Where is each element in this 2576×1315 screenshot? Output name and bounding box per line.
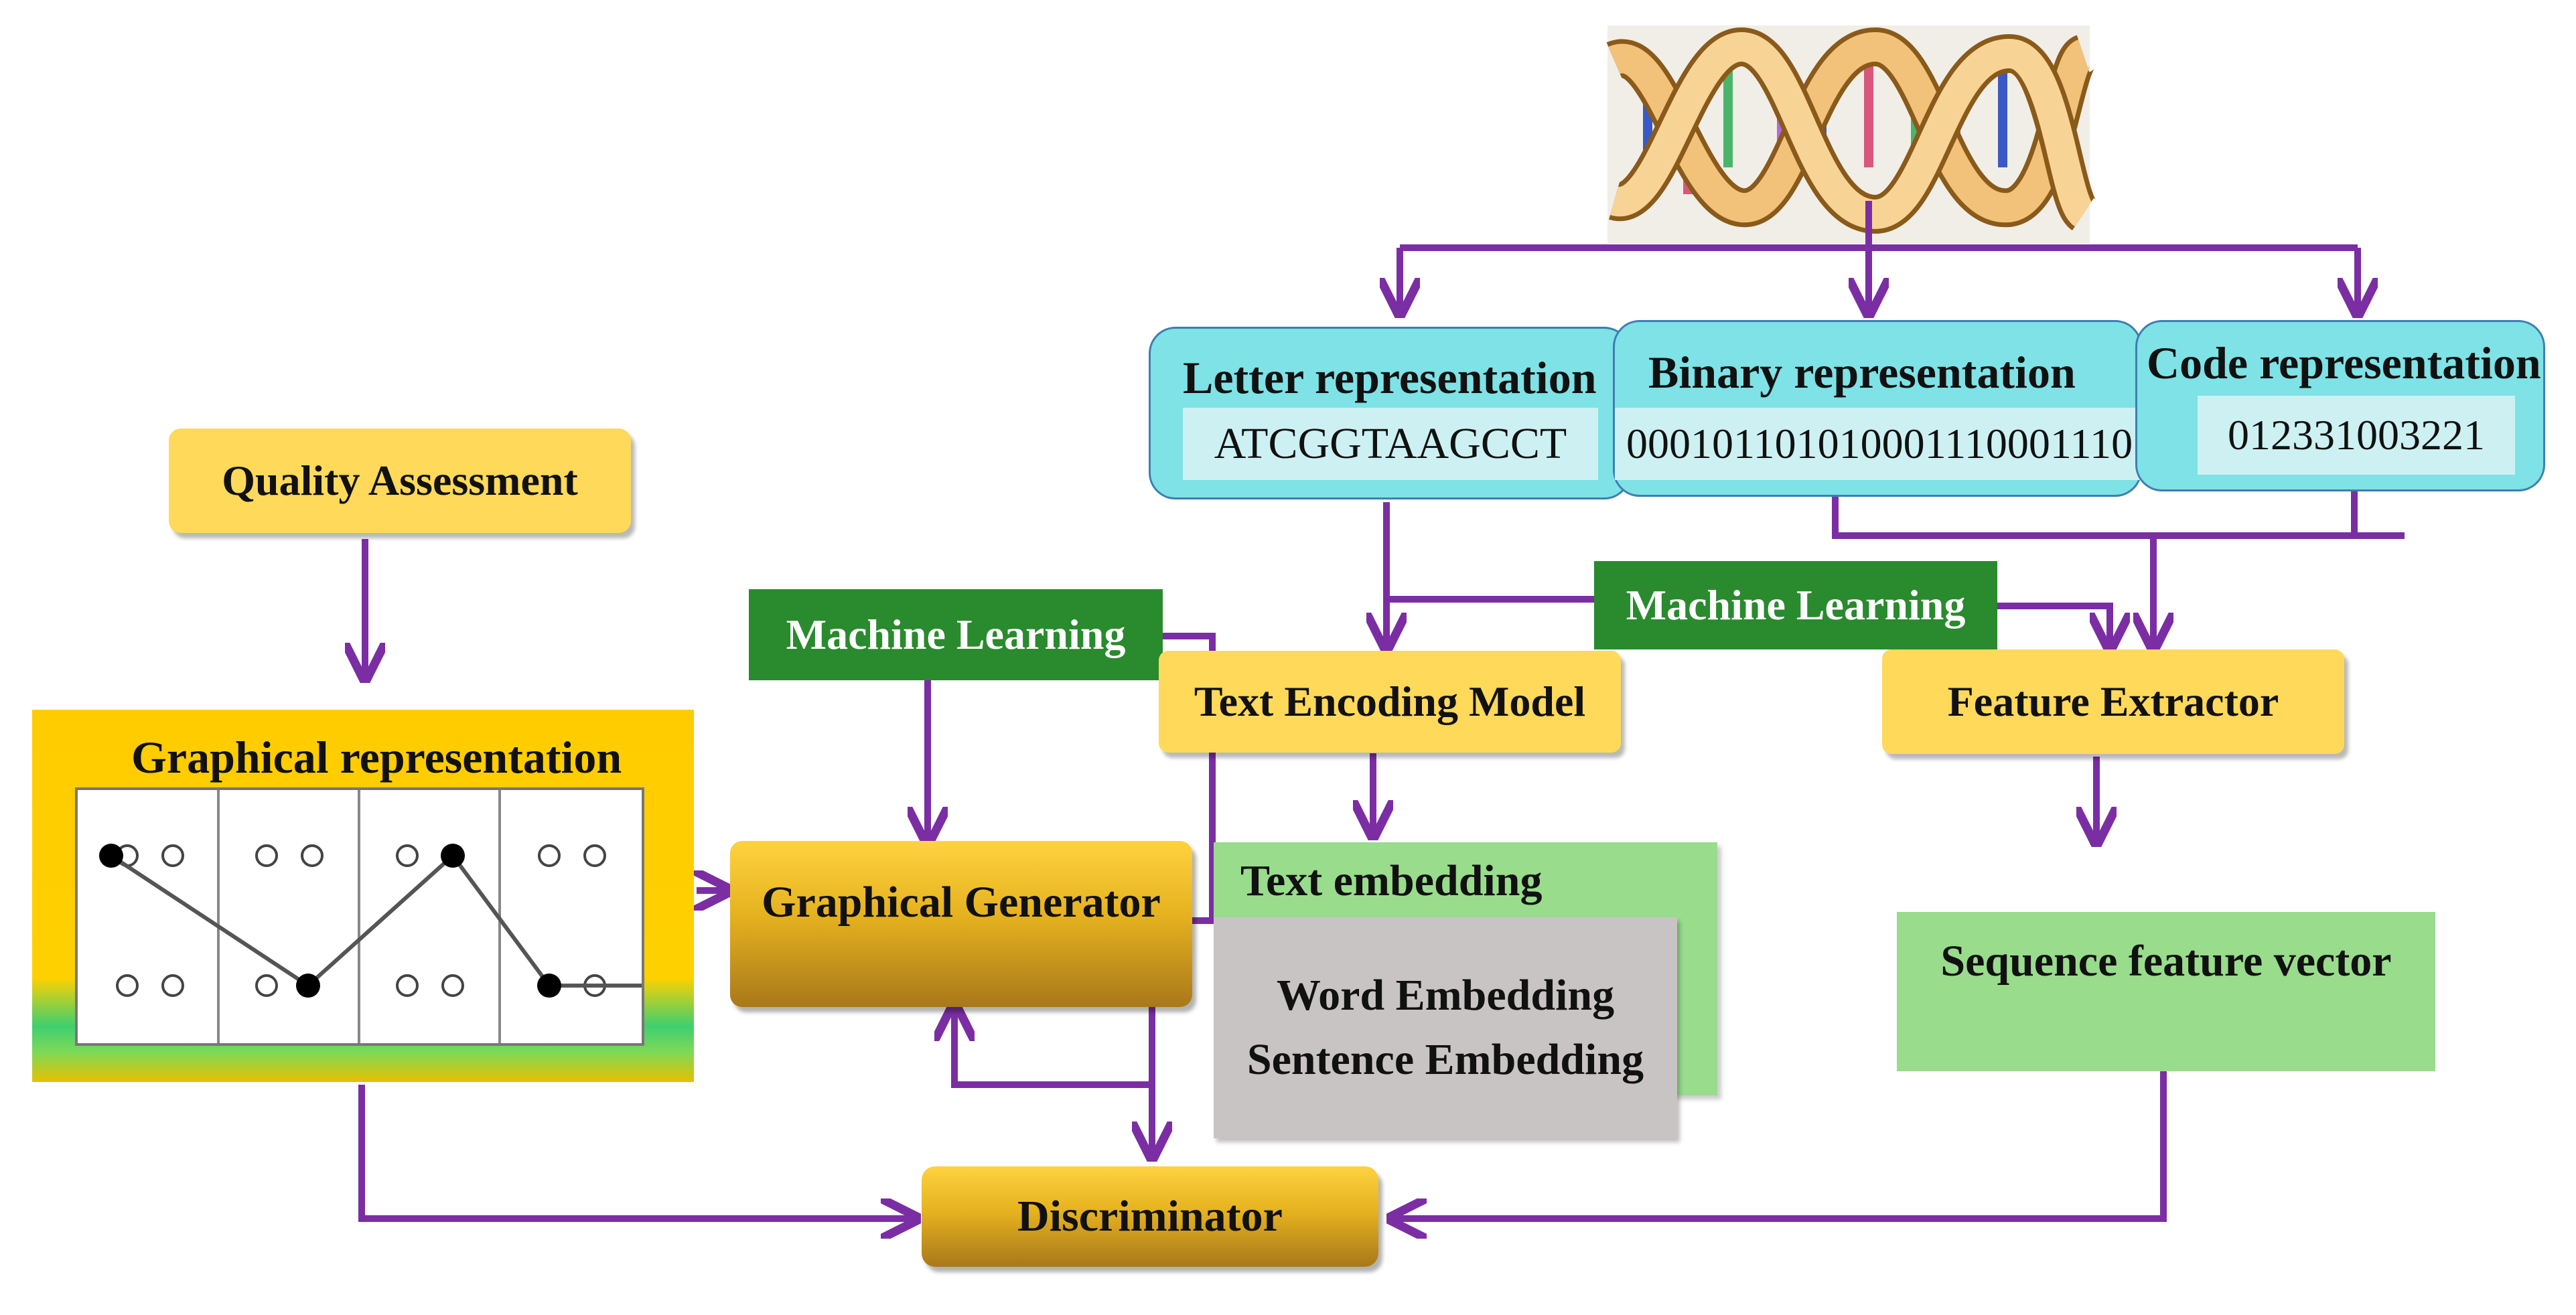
arrow-graphical-to-discriminator <box>358 1085 914 1219</box>
word-embedding-label: Word Embedding <box>1276 971 1615 1020</box>
sentence-embedding-label: Sentence Embedding <box>1246 1035 1644 1084</box>
arrow-vector-to-discriminator <box>1393 1071 2167 1219</box>
letter-representation-title: Letter representation <box>1183 352 1597 403</box>
code-representation-node: Code representation 012331003221 <box>2135 320 2545 491</box>
letter-representation-node: Letter representation ATCGGTAAGCCT <box>1149 327 1631 499</box>
machine-learning-left-node: Machine Learning <box>749 589 1163 680</box>
binary-representation-title: Binary representation <box>1648 347 2076 398</box>
quality-assessment-label: Quality Assessment <box>222 457 578 504</box>
graph-walk-drawing <box>99 790 642 1043</box>
arrow-discriminator-to-generator <box>954 1008 1152 1088</box>
graphical-representation-label: Graphical representation <box>131 732 622 783</box>
feature-extractor-label: Feature Extractor <box>1947 678 2279 725</box>
discriminator-label: Discriminator <box>1017 1192 1283 1241</box>
code-representation-title: Code representation <box>2147 337 2541 388</box>
embedding-types-node: Word Embedding Sentence Embedding <box>1214 917 1677 1138</box>
letter-representation-value: ATCGGTAAGCCT <box>1183 408 1598 480</box>
code-representation-value: 012331003221 <box>2198 396 2515 475</box>
sequence-feature-vector-label: Sequence feature vector <box>1940 937 2392 986</box>
binary-representation-value: 000101101010001110001110 <box>1615 408 2144 480</box>
binary-representation-node: Binary representation 000101101010001110… <box>1613 320 2144 497</box>
graphical-generator-label: Graphical Generator <box>762 878 1161 927</box>
text-encoding-model-label: Text Encoding Model <box>1194 678 1586 725</box>
text-embedding-label: Text embedding <box>1240 856 1543 905</box>
quality-assessment-node: Quality Assessment <box>169 429 631 533</box>
graphical-generator-node: Graphical Generator <box>730 841 1192 1007</box>
text-encoding-model-node: Text Encoding Model <box>1159 651 1621 753</box>
machine-learning-left-label: Machine Learning <box>786 611 1126 658</box>
machine-learning-center-node: Machine Learning <box>1594 561 1997 649</box>
dna-double-helix-icon <box>1606 25 2097 244</box>
machine-learning-center-label: Machine Learning <box>1626 581 1966 629</box>
graph-walk-panel <box>75 787 644 1046</box>
arrow-ml-center-to-feature <box>1996 603 2110 646</box>
discriminator-node: Discriminator <box>922 1166 1378 1267</box>
sequence-feature-vector-node: Sequence feature vector <box>1897 912 2435 1071</box>
feature-extractor-node: Feature Extractor <box>1882 649 2344 754</box>
